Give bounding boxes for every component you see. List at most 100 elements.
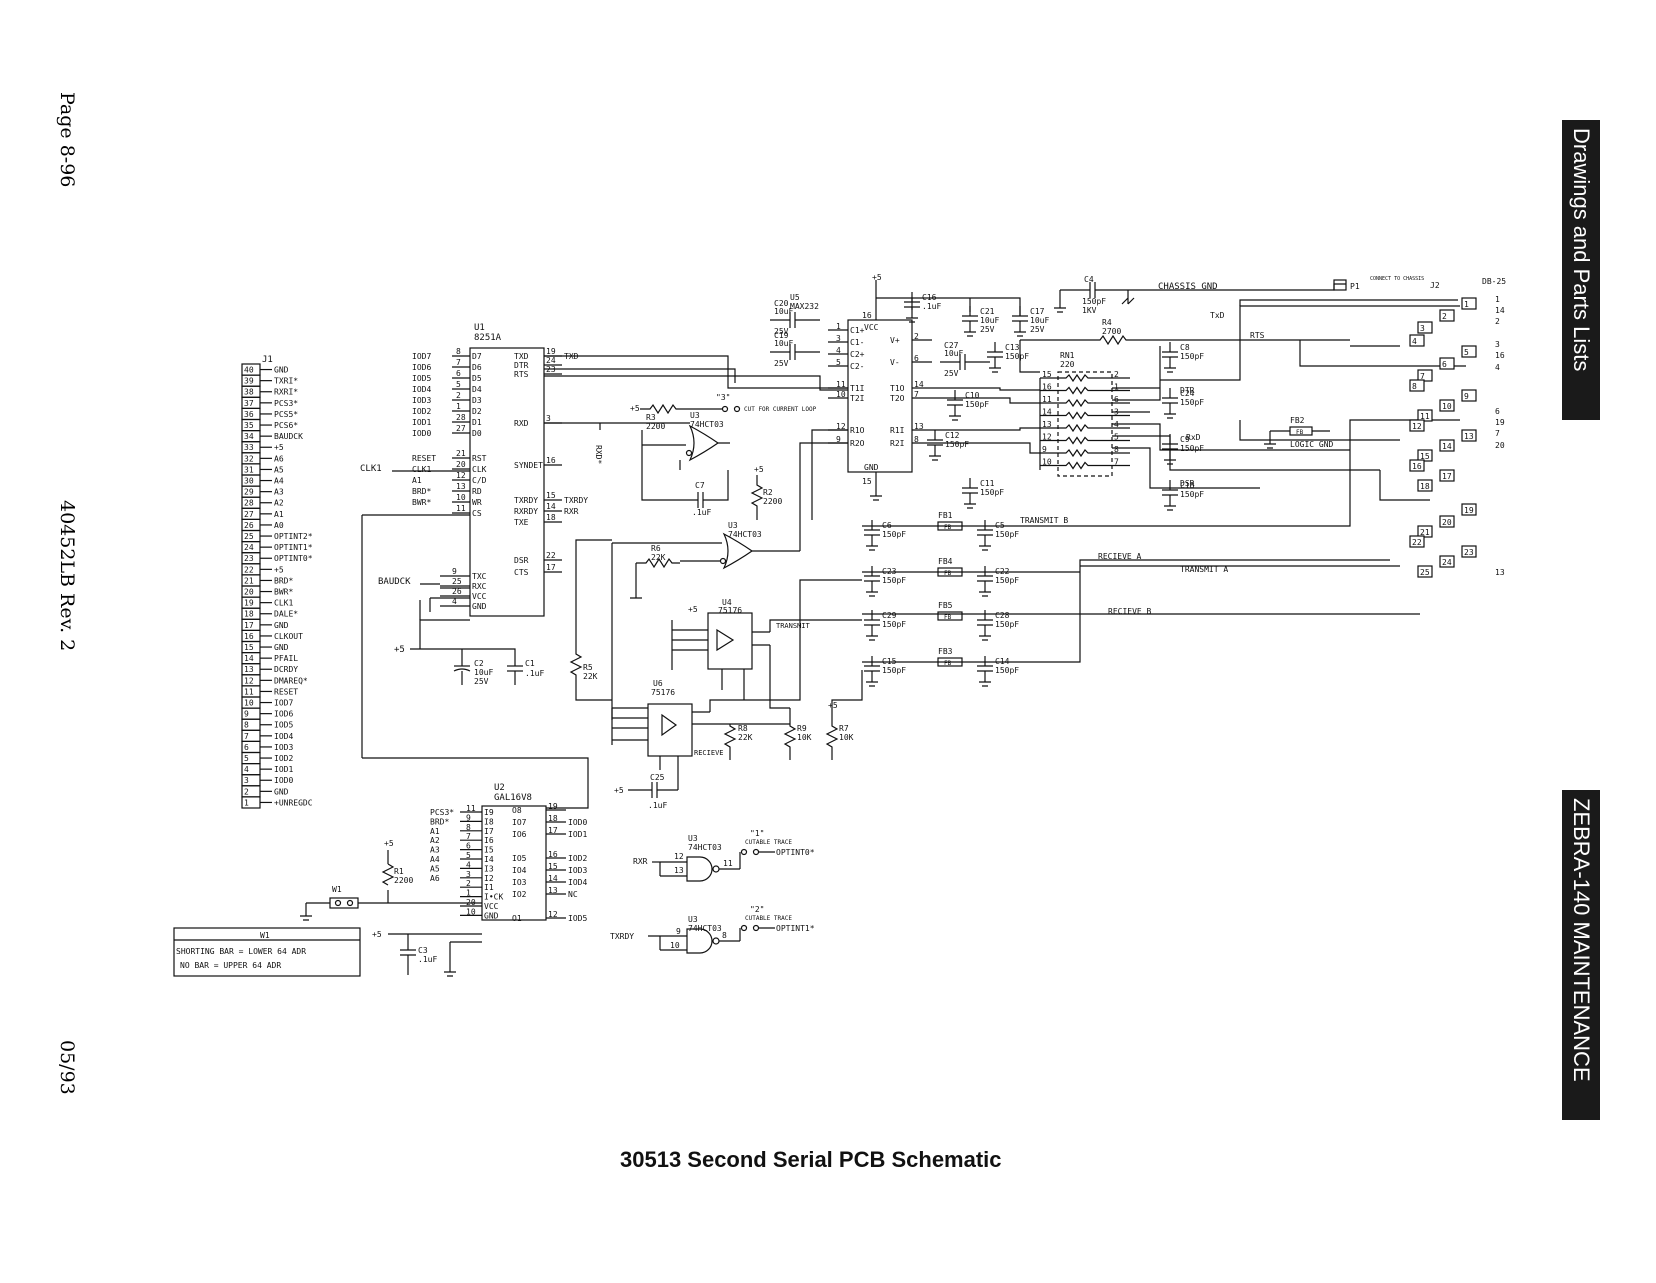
u5-right-pin-number: 2: [914, 332, 919, 341]
j2-pin-box: [1461, 545, 1477, 558]
u1-right-pin-name: TXE: [514, 518, 529, 527]
u3-gate-dtr: U3 74HCT03: [611, 521, 800, 720]
u1-right-signal: RXR: [564, 507, 579, 516]
u1-bottom-pin-number: 25: [452, 577, 462, 586]
capacitor-ref: C9: [1180, 435, 1190, 444]
u1-left-pin-number: 21: [456, 449, 466, 458]
u2-right-pin-number: 14: [548, 874, 558, 883]
j1-pin-signal: BAUDCK: [274, 432, 303, 441]
u1-bottom-pin-name: GND: [472, 602, 487, 611]
u1-right-pin-name: DSR: [514, 556, 529, 565]
u2-right-pin-name: O1: [512, 914, 522, 923]
u1-right-pin-number: 3: [546, 414, 551, 423]
rn1-left-pin: 12: [1042, 433, 1052, 442]
svg-text:+5: +5: [688, 605, 698, 614]
j2-pin-box: [1439, 309, 1455, 322]
u2-left-pin-name: I6: [484, 836, 494, 845]
capacitor-value: 10uF: [944, 349, 963, 358]
u5-left-pin-name: C1+: [850, 326, 865, 335]
j1-pin-signal: +5: [274, 565, 284, 574]
j1-pin-signal: A6: [274, 454, 284, 463]
svg-text:74HCT03: 74HCT03: [728, 530, 762, 539]
svg-text:OPTINT0*: OPTINT0*: [776, 848, 815, 857]
j1-pin-number: 31: [244, 465, 254, 474]
u1-left-pin-name: D5: [472, 374, 482, 383]
rn1-resistor: [1040, 436, 1130, 445]
svg-text:C2: C2: [474, 659, 484, 668]
capacitor-rating: 25V: [774, 359, 789, 368]
dtr-net: DTR: [1180, 386, 1195, 395]
svg-text:R9: R9: [797, 724, 807, 733]
j2-pin-number: 17: [1442, 472, 1452, 481]
rn1-resistor: [1040, 386, 1130, 395]
u1-left-pin-name: CS: [472, 509, 482, 518]
j1-pin-number: 28: [244, 499, 254, 508]
capacitor-ref: C27: [944, 341, 959, 350]
j2-pin-number: 4: [1412, 337, 1417, 346]
j1-pin-number: 12: [244, 676, 254, 685]
svg-text:"3": "3": [716, 393, 730, 402]
u1-left-signal: IOD1: [412, 418, 431, 427]
j2-pin-box: [1409, 459, 1425, 472]
j1-pin-number: 32: [244, 454, 254, 463]
capacitor-ref: C29: [882, 611, 897, 620]
capacitor-value: 150pF: [882, 620, 906, 629]
svg-text:CONNECT TO CHASSIS: CONNECT TO CHASSIS: [1370, 276, 1424, 282]
j1-pin-number: 16: [244, 632, 254, 641]
j1-pin-signal: IOD4: [274, 732, 293, 741]
u2-left-signal: A4: [430, 855, 440, 864]
j1-pin-signal: RESET: [274, 687, 298, 696]
j1-label: J1: [262, 355, 273, 365]
j2-pin-box: [1439, 555, 1455, 568]
svg-text:CHASSIS GND: CHASSIS GND: [1158, 282, 1218, 292]
j2-pin-box: [1439, 357, 1455, 370]
capacitor-ref: C10: [965, 391, 980, 400]
capacitor-value: 150pF: [882, 530, 906, 539]
capacitor: C16.1uF: [904, 292, 941, 323]
svg-text:1KV: 1KV: [1082, 306, 1097, 315]
u5-left-pin-name: T1I: [850, 384, 865, 393]
svg-text:11: 11: [723, 859, 733, 868]
svg-text:R1: R1: [394, 867, 404, 876]
u3-gate-txrdy: TXRDY U3 74HCT03 9 10 8 "2" CUTABLE TRAC…: [610, 905, 815, 954]
u5-plus5: +5: [872, 273, 882, 282]
u2-left-signal: A1: [430, 827, 440, 836]
r9-resistor: R9 10K: [783, 720, 812, 760]
j2-pin-box: [1417, 479, 1433, 492]
j1-pin-number: 22: [244, 565, 254, 574]
j2-pin-number: 1: [1464, 300, 1469, 309]
u1-left-pin-name: RD: [472, 487, 482, 496]
j1-pin-number: 34: [244, 432, 254, 441]
svg-text:74HCT03: 74HCT03: [688, 843, 722, 852]
u1-right-pin-name: SYNDET: [514, 461, 543, 470]
j1-pin-number: 17: [244, 621, 254, 630]
u1-left-pin-name: D2: [472, 407, 482, 416]
u1-right-pin-name: RXD: [514, 419, 529, 428]
j1-pin-signal: BWR*: [274, 588, 293, 597]
j2-pin-box: [1409, 379, 1425, 392]
u5-right-pin-name: R1I: [890, 426, 905, 435]
u2-right-signal: IOD5: [568, 914, 587, 923]
u2-right-pin-name: O8: [512, 806, 522, 815]
u5-right-pin-number: 6: [914, 354, 919, 363]
j2-pin-number: 24: [1442, 558, 1452, 567]
c2-capacitor: C2 10uF 25V: [453, 652, 493, 686]
svg-text:R4: R4: [1102, 318, 1112, 327]
svg-text:+5: +5: [614, 786, 624, 795]
u1-plus5-label: +5: [394, 645, 405, 655]
u2-left-pin-number: 3: [466, 870, 471, 879]
j2-pin-number: 3: [1420, 324, 1425, 333]
u2-right-pin-name: IO7: [512, 818, 527, 827]
j1-pin-signal: DALE*: [274, 610, 298, 619]
j1-pin-signal: PFAIL: [274, 654, 298, 663]
rn1-left-pin: 13: [1042, 420, 1052, 429]
rn1-left-pin: 16: [1042, 383, 1052, 392]
w1-table: W1 SHORTING BAR = LOWER 64 ADR NO BAR = …: [173, 927, 361, 977]
ferrite-bead-type: FB: [944, 524, 952, 531]
capacitor-value: 150pF: [995, 530, 1019, 539]
j1-pin-signal: A2: [274, 499, 284, 508]
